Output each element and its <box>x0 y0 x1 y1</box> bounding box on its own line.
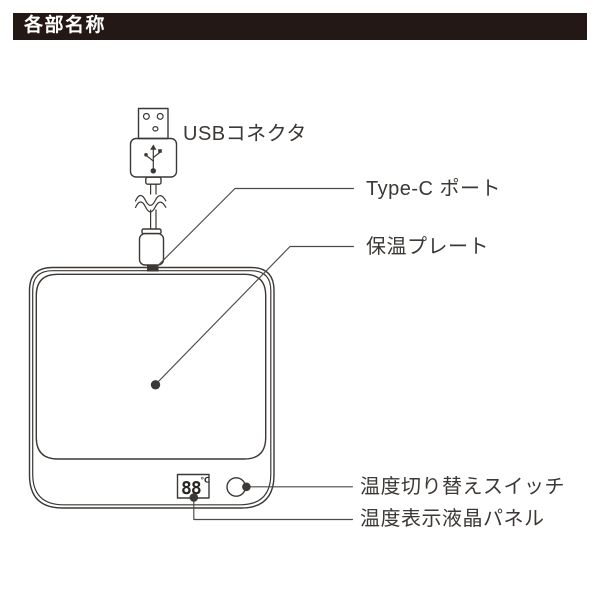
label-temp-switch: 温度切り替えスイッチ <box>360 476 565 498</box>
label-typec-port: Type-C ポート <box>366 178 502 200</box>
lcd-unit: ℃ <box>201 476 210 485</box>
typec-plug-icon <box>138 228 165 272</box>
device-body-outline <box>28 266 275 509</box>
warming-plate-surface <box>35 273 267 460</box>
usb-trident-icon <box>144 144 162 174</box>
label-warming-plate: 保温プレート <box>366 236 489 258</box>
leader-line-switch <box>242 482 354 492</box>
usb-plug-icon <box>129 107 178 185</box>
leader-line-lcd <box>189 493 354 521</box>
section-header: 各部名称 <box>13 13 587 40</box>
lcd-temperature-value: 88 <box>181 478 201 499</box>
usb-cable <box>134 183 172 230</box>
label-temp-lcd-panel: 温度表示液晶パネル <box>360 508 545 530</box>
leader-line-plate <box>150 245 355 390</box>
label-usb-connector: USBコネクタ <box>183 123 307 145</box>
section-title: 各部名称 <box>24 15 107 36</box>
cable-break-marks <box>134 194 167 213</box>
leader-line-typec <box>156 187 355 268</box>
